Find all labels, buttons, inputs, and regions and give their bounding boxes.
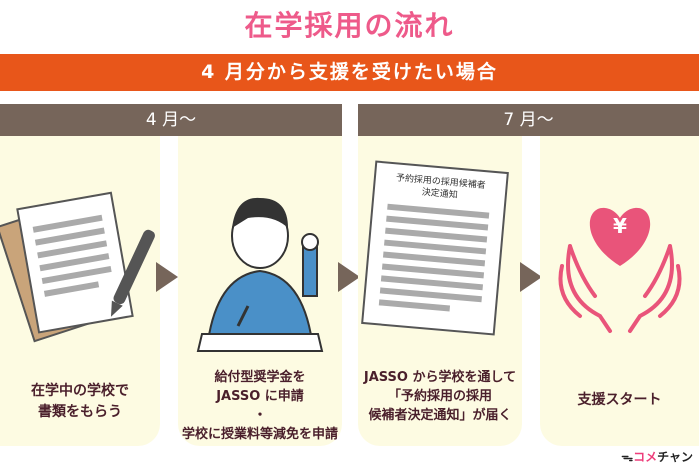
notice-document: 予約採用の採用候補者 決定通知 [361,160,509,336]
step-card-3: 予約採用の採用候補者 決定通知 JASSO から学校を通して 「予約採用の採用 … [358,136,522,446]
step-1-line-2: 書類をもらう [38,404,122,420]
step-1-line-1: 在学中の学校で [31,383,129,399]
step-2-line-1: 給付型奨学金を [214,370,306,385]
step-card-4: ¥ 支援スタート [540,136,699,446]
step-2-line-4: 学校に授業料等減免を申請 [181,427,338,442]
page-title: 在学採用の流れ [244,9,455,42]
step-3-line-2: 「予約採用の採用 [387,389,492,404]
arrow-right-icon [156,262,178,292]
period-april: 4 月〜 [0,104,342,136]
documents-pen-icon [0,191,155,343]
step-card-1: 在学中の学校で 書類をもらう [0,136,160,446]
yen-symbol: ¥ [613,214,627,238]
step-2-line-2: JASSO に申請 [216,389,304,404]
arrow-right-icon [338,262,360,292]
brand-logo: ᯓコメチャン [621,450,693,464]
hands-heart-icon [558,207,682,333]
student-writing-icon [196,197,324,352]
step-3-line-3: 候補者決定通知」が届く [368,408,512,423]
period-july: 7 月〜 [358,104,699,136]
step-2-line-3: ・ [253,408,267,423]
step-3-line-1: JASSO から学校を通して [363,370,517,385]
step-card-2: 給付型奨学金を JASSO に申請 ・ 学校に授業料等減免を申請 [178,136,342,446]
step-4-line-1: 支援スタート [577,392,662,408]
arrow-right-icon [520,262,542,292]
case-banner: 4 月分から支援を受けたい場合 [0,54,699,91]
